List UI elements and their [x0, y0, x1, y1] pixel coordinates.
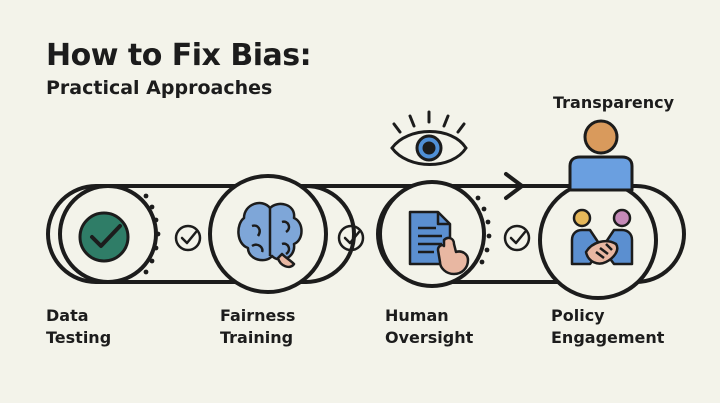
dotted-arcs	[143, 193, 492, 275]
person-icon	[568, 119, 634, 192]
page-title: How to Fix Bias:	[46, 38, 312, 73]
step-label-fairness-training: Fairness Training	[220, 306, 296, 347]
pointing-hand-icon	[436, 236, 470, 276]
small-check-icon	[337, 224, 365, 252]
eye-icon	[390, 110, 468, 166]
dotted-arc-1	[143, 193, 161, 275]
small-check-icon	[503, 224, 531, 252]
step-label-data-testing: Data Testing	[46, 306, 112, 347]
transparency-label: Transparency	[553, 93, 675, 112]
step-label-human-oversight: Human Oversight	[385, 306, 474, 347]
check-badge-icon	[78, 211, 130, 263]
step-label-policy-engagement: Policy Engagement	[551, 306, 665, 347]
small-check-icon	[174, 224, 202, 252]
brain-icon	[237, 201, 303, 269]
handshake-icon	[570, 208, 634, 266]
dotted-arc-2	[475, 195, 492, 265]
page-subtitle: Practical Approaches	[46, 77, 273, 99]
